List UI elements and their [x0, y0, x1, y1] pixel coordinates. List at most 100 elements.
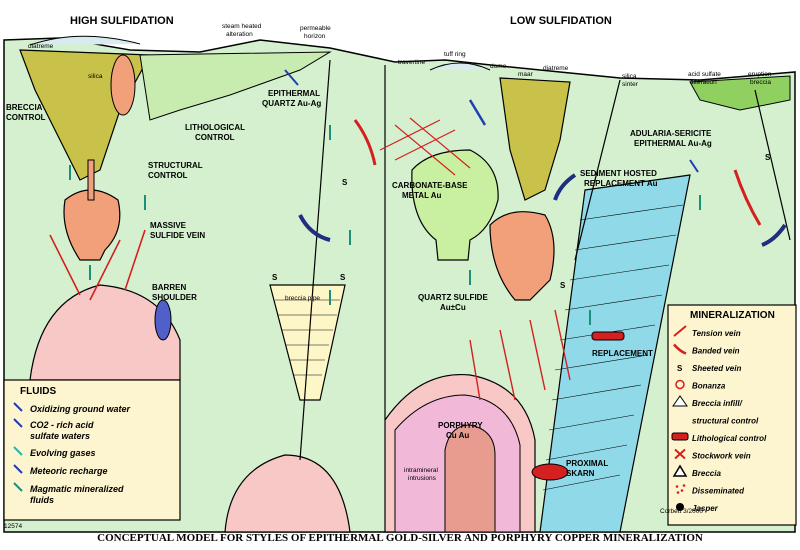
label-massive-1: MASSIVE: [150, 221, 187, 230]
label-porphyry-1: PORPHYRY: [438, 421, 483, 430]
label-barren-2: SHOULDER: [152, 293, 197, 302]
acid-sulfate-band: [689, 75, 791, 111]
breccia-pipe: [269, 284, 346, 401]
svg-text:S: S: [677, 364, 683, 373]
mineralization-legend-label: Bonanza: [692, 382, 726, 391]
tension-vein-icon: [673, 325, 687, 337]
jasper-icon: [676, 503, 684, 511]
sheeted-mark-3: S: [342, 178, 348, 187]
bonanza-icon: [675, 379, 685, 390]
label-sediment-2: REPLACEMENT Au: [584, 179, 658, 188]
label-eruption-2: breccia: [750, 79, 771, 86]
olive-diatreme-right: [499, 77, 571, 201]
mineralization-legend-item: Banded vein: [673, 343, 740, 356]
fluid-arrow-icon: [13, 418, 23, 428]
silica-lens-left: [110, 54, 136, 116]
label-dome: dome: [490, 63, 507, 70]
label-epithermal-quartz-2: QUARTZ Au-Ag: [262, 99, 321, 108]
label-structural-2: CONTROL: [148, 171, 188, 180]
stockwork-icon: [674, 448, 686, 460]
label-epithermal-quartz-1: EPITHERMAL: [268, 89, 320, 98]
fluid-legend-label: sulfate waters: [30, 431, 90, 441]
label-acid-sulfate-2: alteration: [690, 79, 717, 86]
mineralization-legend-item: Tension vein: [673, 325, 741, 338]
figure-number: 12574: [4, 523, 22, 530]
fault-3: [574, 79, 621, 261]
label-acid-sulfate-1: acid sulfate: [688, 71, 721, 78]
fluid-legend-item: sulfate waters: [30, 431, 90, 441]
intrusion-left: [29, 284, 181, 381]
label-steam-heated-1: steam heated: [222, 23, 262, 30]
mineralization-legend-item: Jasper: [676, 503, 719, 513]
banded-vein-center: [353, 119, 377, 166]
label-diatreme-right: diatreme: [543, 65, 569, 72]
orange-mineralized-body-right: [489, 211, 555, 301]
label-diatreme-left: diatreme: [28, 43, 54, 50]
label-silica-sinter-1: silica: [622, 73, 637, 80]
mineralization-legend-label: Breccia infill/: [692, 399, 743, 408]
intramineral-intrusion: [444, 424, 496, 533]
fluid-arrow-icon: [13, 402, 23, 412]
label-massive-2: SULFIDE VEIN: [150, 231, 205, 240]
credit-label: Corbett 3/2000: [660, 508, 703, 515]
mineralization-legend-label: Disseminated: [692, 487, 745, 496]
replacement-lens: [591, 331, 625, 341]
fluid-legend-item: CO2 - rich acid: [13, 418, 94, 430]
fault-1: [299, 59, 331, 461]
fluid-arrow-icon: [13, 446, 23, 456]
label-quartz-sulfide-1: QUARTZ SULFIDE: [418, 293, 488, 302]
label-proximal-2: SKARN: [566, 469, 595, 478]
header-high-sulfidation: HIGH SULFIDATION: [70, 15, 174, 27]
quartz-sulfide-veins: [469, 309, 571, 401]
fluid-legend-label: CO2 - rich acid: [30, 420, 94, 430]
label-travertine: travertine: [398, 59, 425, 66]
mineralization-legend-item: Breccia infill/: [672, 395, 743, 408]
label-lithological-1: LITHOLOGICAL: [185, 123, 245, 132]
feeder-left: [87, 159, 95, 201]
label-quartz-sulfide-2: Au±Cu: [440, 303, 466, 312]
tuff-ring-shape: [429, 62, 491, 71]
fluid-legend-label: Oxidizing ground water: [30, 404, 130, 414]
mineralization-legend-label: structural control: [692, 417, 759, 426]
intrusion-bottom-center: [224, 454, 351, 533]
breccia-icon: [672, 464, 688, 477]
mineralization-legend-label: Banded vein: [692, 347, 740, 356]
meteoric-recharge-arrow-2: [553, 173, 577, 201]
label-tuff-ring: tuff ring: [444, 51, 466, 58]
label-breccia-control-2: CONTROL: [6, 113, 46, 122]
mineralization-legend-item: Lithological control: [671, 432, 767, 443]
surface-dome-left: [29, 35, 141, 46]
label-permeable-2: horizon: [304, 33, 326, 40]
label-steam-heated-2: alteration: [226, 31, 253, 38]
fluids-legend-box: [3, 379, 181, 521]
label-maar: maar: [518, 71, 534, 78]
groundwater-arrow-3: [689, 159, 699, 173]
groundwater-arrow-2: [468, 99, 487, 126]
sheeted-mark-2: S: [340, 273, 346, 282]
label-permeable-1: permeable: [300, 25, 331, 32]
label-porphyry-2: Cu Au: [446, 431, 469, 440]
mineralization-legend-label: Jasper: [692, 504, 719, 513]
label-lithological-2: CONTROL: [195, 133, 235, 142]
fluid-legend-item: fluids: [30, 495, 54, 505]
label-adularia-1: ADULARIA-SERICITE: [630, 129, 712, 138]
mineralization-legend-item: Stockwork vein: [674, 448, 751, 461]
banded-vein-right: [733, 169, 762, 226]
disseminated-icon: [675, 484, 686, 494]
fault-4: [754, 89, 791, 241]
label-silica-left: silica: [88, 73, 103, 80]
meteoric-recharge-arrow-3: [761, 223, 787, 247]
fluid-legend-item: Evolving gases: [13, 446, 96, 458]
mineralization-legend-item: Breccia: [672, 464, 721, 478]
carbonate-host-rock: [539, 174, 691, 533]
label-adularia-2: EPITHERMAL Au-Ag: [634, 139, 712, 148]
barren-shoulder-lens: [154, 299, 172, 341]
stockwork-veins: [379, 117, 471, 176]
fluid-legend-label: Evolving gases: [30, 448, 96, 458]
